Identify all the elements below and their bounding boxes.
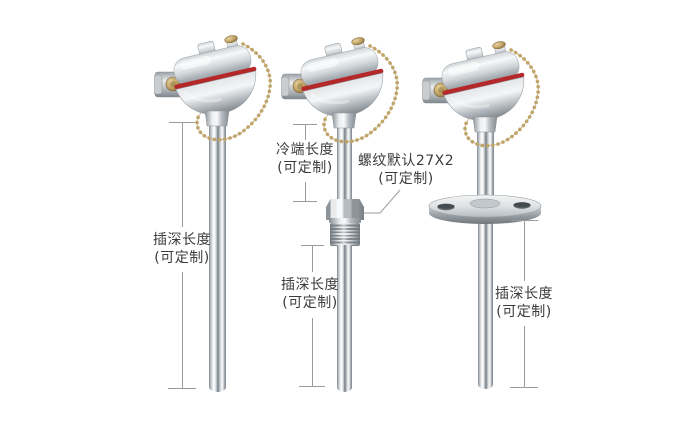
dim-tick-bottom	[299, 386, 325, 387]
insert-depth-label-line1: 插深长度	[281, 277, 339, 293]
thread-section	[330, 223, 360, 246]
hex-nut	[326, 199, 364, 220]
dim-line-lower	[524, 326, 525, 388]
probe-sheath-tube	[337, 245, 352, 392]
dim-line-lower	[305, 182, 306, 202]
dim-line-lower	[182, 272, 183, 389]
dim-line-upper	[182, 123, 183, 227]
thread-spec-label: 螺纹默认27X2 (可定制)	[344, 152, 468, 188]
dim-line-upper	[524, 220, 525, 281]
thread-collar	[329, 218, 361, 223]
dim-line-upper	[305, 124, 306, 140]
dim-tick-bottom	[510, 387, 538, 388]
thread-spec-label-line1: 螺纹默认27X2	[357, 153, 455, 169]
insert-depth-label: 插深长度 (可定制)	[127, 231, 237, 267]
cold-end-label: 冷端长度 (可定制)	[250, 141, 360, 177]
insert-depth-label-line2: (可定制)	[496, 304, 552, 320]
insert-depth-label-line1: 插深长度	[153, 232, 211, 248]
dim-tick-bottom	[168, 388, 196, 389]
insert-depth-label: 插深长度 (可定制)	[255, 276, 365, 312]
insert-depth-label-line2: (可定制)	[154, 250, 210, 266]
dim-line-lower	[312, 318, 313, 387]
dim-line-upper	[312, 245, 313, 272]
insert-depth-label: 插深长度 (可定制)	[469, 285, 579, 321]
cold-end-label-line1: 冷端长度	[276, 142, 334, 158]
thermocouple-head-icon	[422, 36, 541, 148]
cold-end-label-line2: (可定制)	[277, 160, 333, 176]
probe-neck-tube	[477, 120, 494, 206]
insert-depth-label-line1: 插深长度	[495, 286, 553, 302]
thread-leader-line	[364, 189, 401, 214]
thread-spec-label-line2: (可定制)	[378, 171, 434, 187]
dim-tick-top	[169, 122, 195, 123]
probe-sheath-tube	[209, 112, 226, 392]
probe-sheath-tube	[478, 214, 493, 389]
mounting-flange	[428, 194, 542, 224]
dim-tick-bottom	[293, 201, 317, 202]
insert-depth-label-line2: (可定制)	[282, 295, 338, 311]
